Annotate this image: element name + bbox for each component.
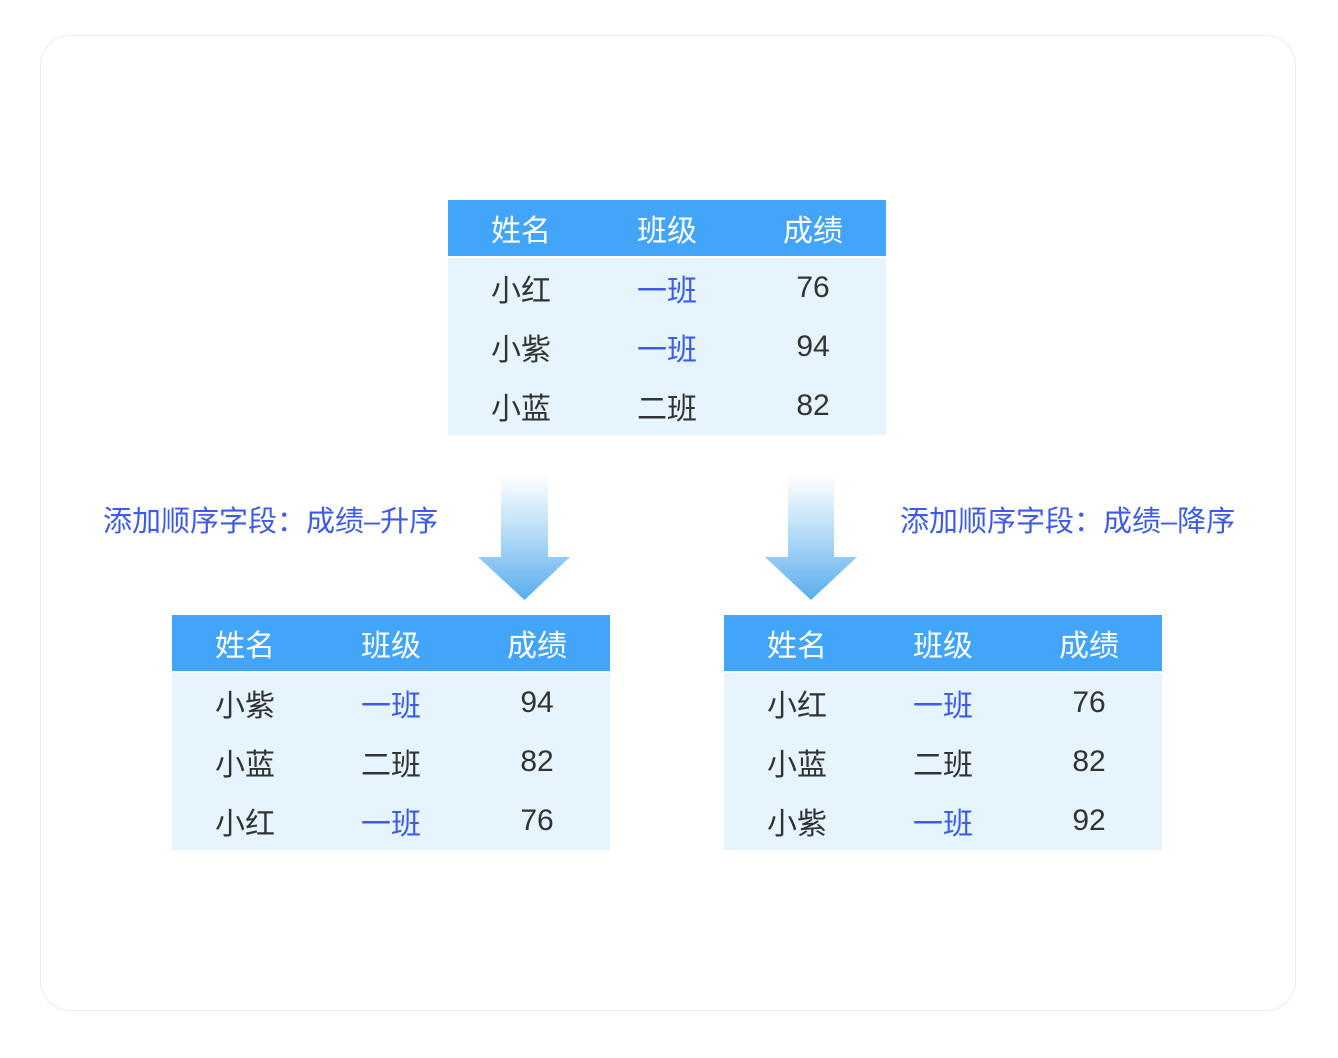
- column-header-name: 姓名: [491, 215, 551, 248]
- cell-score: 92: [1072, 803, 1106, 837]
- ascending-sort-label: 添加顺序字段：成绩–升序: [103, 506, 439, 538]
- table-row: 小蓝 二班 82: [724, 732, 1162, 791]
- table-row: 小红 一班 76: [172, 791, 610, 850]
- table-row: 小紫 一班 94: [448, 317, 886, 376]
- table-row: 小蓝 二班 82: [172, 732, 610, 791]
- cell-class: 一班: [637, 333, 697, 367]
- cell-name: 小红: [215, 807, 275, 841]
- cell-name: 小蓝: [491, 392, 551, 426]
- cell-name: 小紫: [215, 689, 275, 723]
- cell-name: 小红: [767, 689, 827, 723]
- cell-score: 82: [796, 388, 830, 422]
- column-header-score: 成绩: [783, 215, 843, 248]
- cell-score: 76: [520, 803, 554, 837]
- table-descending-result: 姓名 班级 成绩 小红 一班 76 小蓝 二班 82 小紫 一班 92: [724, 615, 1162, 850]
- cell-class: 二班: [637, 392, 697, 426]
- cell-score: 76: [796, 270, 830, 304]
- cell-class: 二班: [913, 748, 973, 782]
- table-row: 小紫 一班 92: [724, 791, 1162, 850]
- column-header-name: 姓名: [767, 630, 827, 663]
- table-descending-header: 姓名 班级 成绩: [724, 615, 1162, 671]
- cell-name: 小蓝: [215, 748, 275, 782]
- cell-score: 76: [1072, 685, 1106, 719]
- table-ascending-header: 姓名 班级 成绩: [172, 615, 610, 671]
- table-original: 姓名 班级 成绩 小红 一班 76 小紫 一班 94 小蓝 二班 82: [448, 200, 886, 435]
- table-row: 小红 一班 76: [448, 258, 886, 317]
- table-row: 小蓝 二班 82: [448, 376, 886, 435]
- table-ascending-result: 姓名 班级 成绩 小紫 一班 94 小蓝 二班 82 小红 一班 76: [172, 615, 610, 850]
- cell-score: 82: [520, 744, 554, 778]
- cell-name: 小紫: [767, 807, 827, 841]
- cell-name: 小紫: [491, 333, 551, 367]
- column-header-class: 班级: [637, 215, 697, 248]
- column-header-name: 姓名: [215, 630, 275, 663]
- cell-class: 二班: [361, 748, 421, 782]
- cell-class: 一班: [361, 689, 421, 723]
- cell-score: 82: [1072, 744, 1106, 778]
- table-row: 小紫 一班 94: [172, 673, 610, 732]
- column-header-score: 成绩: [1059, 630, 1119, 663]
- column-header-class: 班级: [913, 630, 973, 663]
- table-descending-body: 小红 一班 76 小蓝 二班 82 小紫 一班 92: [724, 673, 1162, 850]
- cell-class: 一班: [637, 274, 697, 308]
- cell-class: 一班: [913, 689, 973, 723]
- down-arrow-icon: [478, 475, 570, 600]
- column-header-class: 班级: [361, 630, 421, 663]
- cell-score: 94: [796, 329, 830, 363]
- table-original-header: 姓名 班级 成绩: [448, 200, 886, 256]
- cell-class: 一班: [361, 807, 421, 841]
- table-ascending-body: 小紫 一班 94 小蓝 二班 82 小红 一班 76: [172, 673, 610, 850]
- descending-sort-label: 添加顺序字段：成绩–降序: [900, 506, 1236, 538]
- cell-name: 小蓝: [767, 748, 827, 782]
- down-arrow-icon: [765, 475, 857, 600]
- column-header-score: 成绩: [507, 630, 567, 663]
- cell-score: 94: [520, 685, 554, 719]
- cell-class: 一班: [913, 807, 973, 841]
- table-original-body: 小红 一班 76 小紫 一班 94 小蓝 二班 82: [448, 258, 886, 435]
- table-row: 小红 一班 76: [724, 673, 1162, 732]
- cell-name: 小红: [491, 274, 551, 308]
